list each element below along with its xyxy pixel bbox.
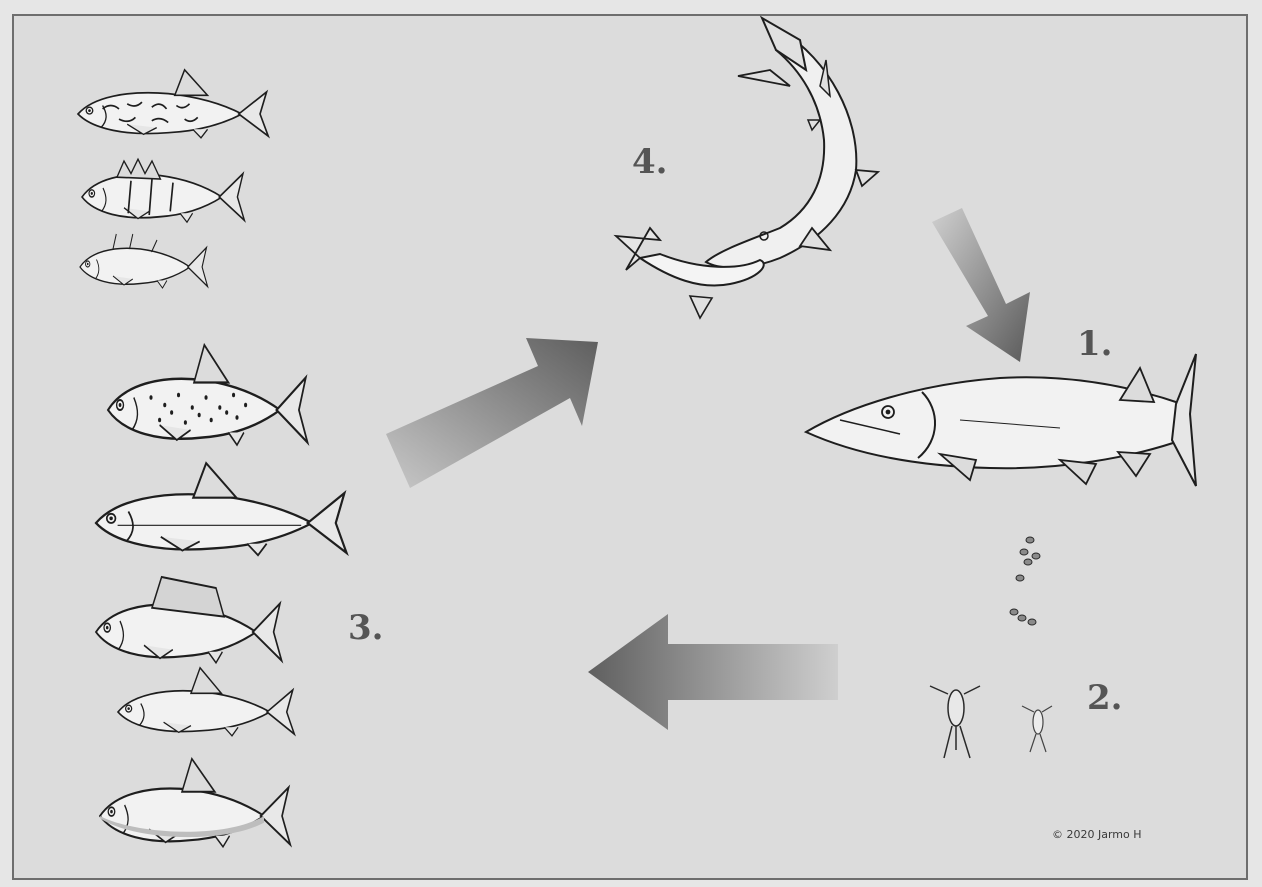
stickleback-illustration [80, 234, 208, 288]
stage-label-4: 4. [632, 142, 668, 182]
perch-illustration [82, 159, 244, 222]
stage-label-3: 3. [348, 608, 384, 648]
grayling-illustration [96, 577, 282, 663]
copepod-large-illustration [930, 686, 980, 758]
pike-illustration [806, 354, 1196, 486]
arrow-2-to-3 [588, 614, 838, 730]
vendace-illustration [118, 668, 294, 736]
arrow-3-to-4 [386, 338, 598, 488]
stage-label-1: 1. [1077, 324, 1113, 364]
arrow-4-to-1 [932, 208, 1030, 362]
char-illustration [100, 759, 290, 847]
fish-species-column [78, 70, 347, 847]
stage-label-2: 2. [1087, 678, 1123, 718]
copepod-small-illustration [1022, 706, 1052, 752]
trout-illustration [78, 70, 268, 138]
eggs-illustration [1010, 537, 1040, 625]
whitefish-illustration [96, 463, 347, 555]
copyright-notice: © 2020 Jarmo H [1052, 828, 1142, 841]
salmon-illustration [108, 345, 308, 445]
